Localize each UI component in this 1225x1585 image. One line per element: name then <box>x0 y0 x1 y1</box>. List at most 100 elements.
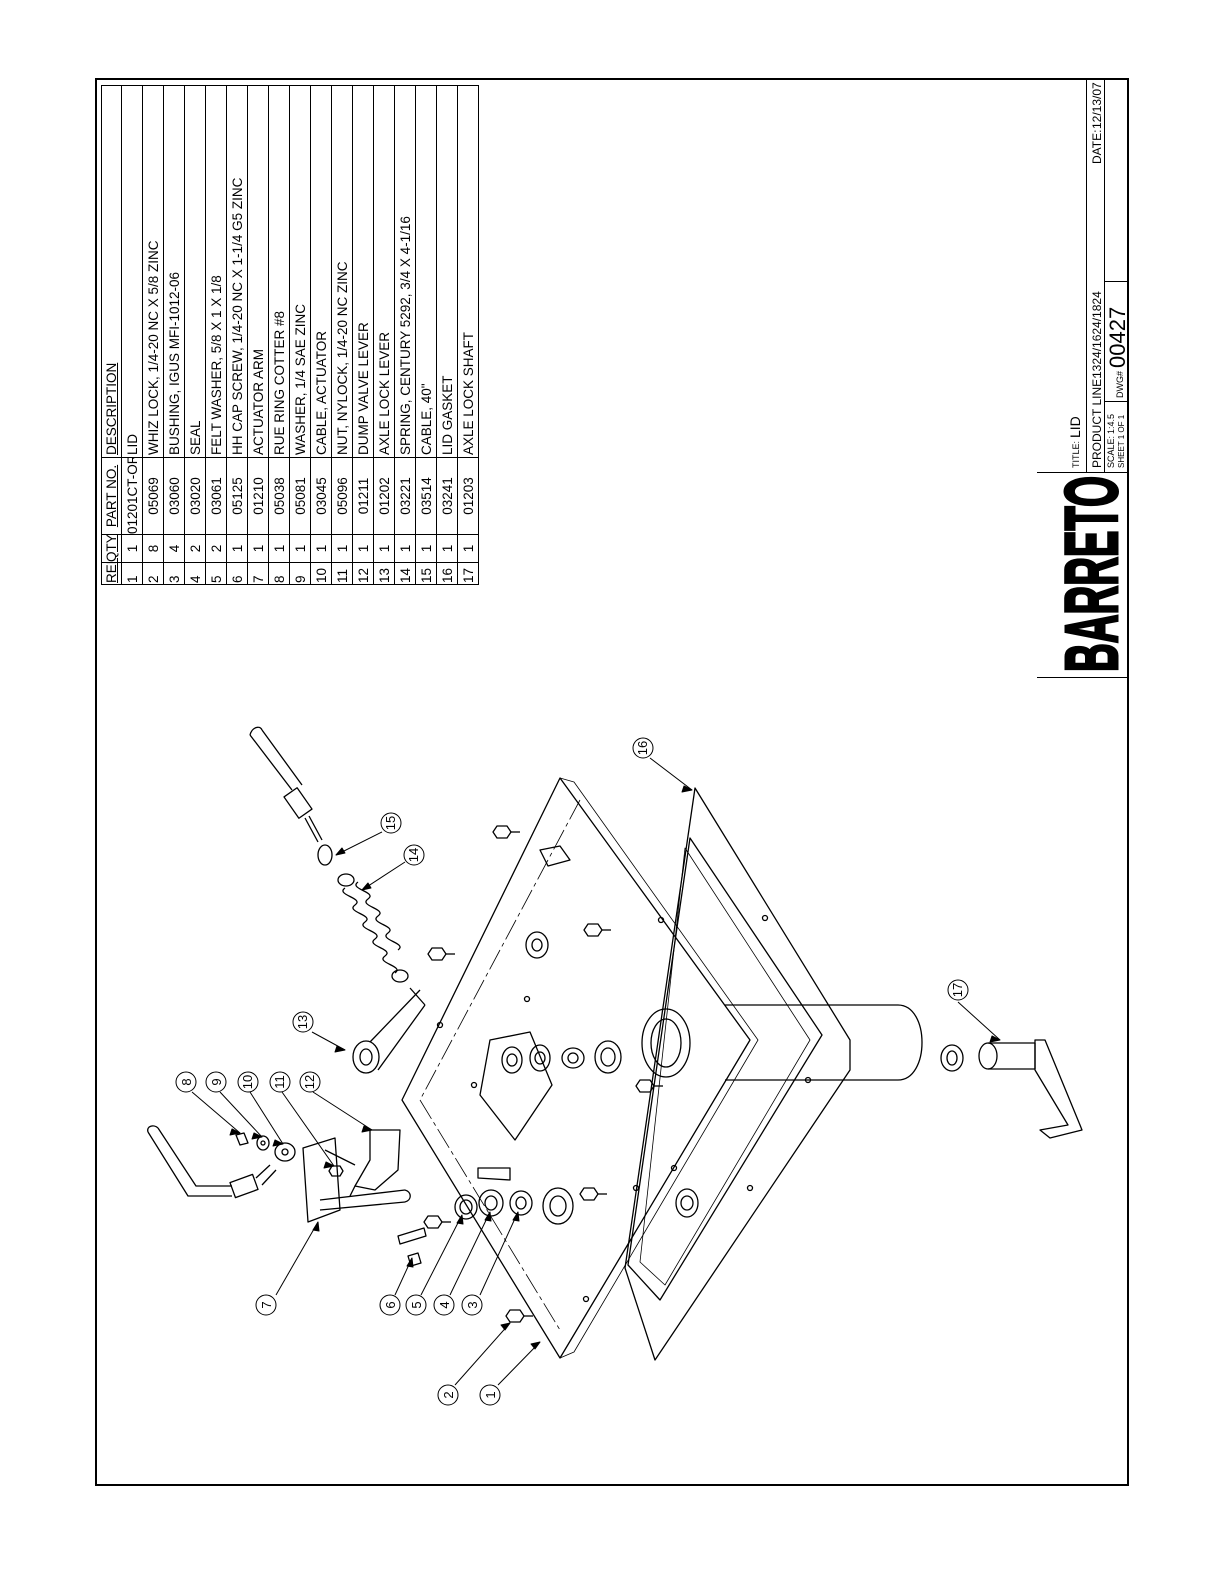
cell-part-no: 03045 <box>311 457 332 534</box>
cell-part-no: 03060 <box>164 457 185 534</box>
cell-part-no: 01211 <box>353 457 374 534</box>
cell-part-no: 05069 <box>143 457 164 534</box>
cell-description: NUT, NYLOCK, 1/4-20 NC ZINC <box>335 261 350 455</box>
cell-qty: 1 <box>269 534 290 562</box>
cell-description: LID GASKET <box>440 375 455 455</box>
cell-ref: 11 <box>332 562 353 585</box>
cell-ref: 16 <box>437 562 458 585</box>
drawing-title: LID <box>1067 416 1083 438</box>
drawing-frame <box>95 78 1129 1486</box>
cell-ref: 17 <box>458 562 479 585</box>
cell-ref: 4 <box>185 562 206 585</box>
cell-part-no: 03514 <box>416 457 437 534</box>
cell-qty: 1 <box>437 534 458 562</box>
header-ref: REF. <box>101 562 122 585</box>
title-block: BARRETO TITLE: LID PRODUCT LINE: 1324/16… <box>1037 78 1135 678</box>
cell-part-no: 01203 <box>458 457 479 534</box>
cell-qty: 1 <box>353 534 374 562</box>
cell-description: BUSHING, IGUS MFI-1012-06 <box>167 271 182 455</box>
cell-qty: 1 <box>122 534 143 562</box>
cell-ref: 13 <box>374 562 395 585</box>
cell-ref: 8 <box>269 562 290 585</box>
cell-ref: 2 <box>143 562 164 585</box>
cell-qty: 1 <box>332 534 353 562</box>
cell-qty: 1 <box>416 534 437 562</box>
cell-description: WHIZ LOCK, 1/4-20 NC X 5/8 ZINC <box>146 240 161 455</box>
cell-qty: 1 <box>248 534 269 562</box>
cell-qty: 8 <box>143 534 164 562</box>
cell-description: WASHER, 1/4 SAE ZINC <box>293 303 308 455</box>
cell-ref: 3 <box>164 562 185 585</box>
cell-part-no: 05038 <box>269 457 290 534</box>
cell-description: HH CAP SCREW, 1/4-20 NC X 1-1/4 G5 ZINC <box>230 177 245 455</box>
product-line: 1324/1624/1824 <box>1090 291 1104 378</box>
title-label: TITLE: <box>1071 440 1081 468</box>
cell-ref: 10 <box>311 562 332 585</box>
product-line-label: PRODUCT LINE: <box>1090 375 1104 468</box>
cell-description: AXLE LOCK LEVER <box>377 331 392 455</box>
date-label: DATE: <box>1090 129 1104 164</box>
drawing-date: 12/13/07 <box>1090 82 1104 129</box>
cell-qty: 1 <box>227 534 248 562</box>
cell-ref: 12 <box>353 562 374 585</box>
cell-part-no: 01202 <box>374 457 395 534</box>
header-part-no: PART NO. <box>101 457 122 534</box>
header-description: DESCRIPTION <box>104 362 119 455</box>
cell-ref: 5 <box>206 562 227 585</box>
cell-part-no: 03241 <box>437 457 458 534</box>
cell-ref: 1 <box>122 562 143 585</box>
dwg-label: DWG# <box>1115 371 1125 398</box>
cell-description: SEAL <box>188 420 203 455</box>
logo-text: BARRETO <box>1050 476 1129 672</box>
cell-qty: 1 <box>311 534 332 562</box>
cell-description: LID <box>125 433 140 455</box>
cell-qty: 1 <box>395 534 416 562</box>
cell-description: AXLE LOCK SHAFT <box>461 331 476 455</box>
cell-description: FELT WASHER, 5/8 X 1 X 1/8 <box>209 275 224 455</box>
cell-ref: 15 <box>416 562 437 585</box>
cell-qty: 1 <box>374 534 395 562</box>
cell-description: RUE RING COTTER #8 <box>272 310 287 455</box>
cell-part-no: 03020 <box>185 457 206 534</box>
cell-part-no: 05096 <box>332 457 353 534</box>
cell-description: CABLE, 40" <box>419 383 434 455</box>
parts-table-header: REF. QTY. PART NO. DESCRIPTION <box>101 85 122 585</box>
cell-part-no: 05125 <box>227 457 248 534</box>
cell-qty: 2 <box>206 534 227 562</box>
cell-description: SPRING, CENTURY 5292, 3/4 X 4-1/16 <box>398 216 413 455</box>
cell-qty: 2 <box>185 534 206 562</box>
cell-part-no: 05081 <box>290 457 311 534</box>
cell-part-no: 01201CT-OR <box>122 457 143 534</box>
cell-qty: 4 <box>164 534 185 562</box>
scale-label: SCALE: <box>1106 435 1116 468</box>
cell-description: CABLE, ACTUATOR <box>314 330 329 455</box>
cell-ref: 7 <box>248 562 269 585</box>
dwg-number: 00427 <box>1105 306 1130 368</box>
cell-description: ACTUATOR ARM <box>251 348 266 455</box>
drawing-scale: 1:4.5 <box>1106 413 1116 434</box>
cell-ref: 6 <box>227 562 248 585</box>
cell-description: DUMP VALVE LEVER <box>356 322 371 455</box>
cell-part-no: 03061 <box>206 457 227 534</box>
cell-qty: 1 <box>458 534 479 562</box>
cell-part-no: 03221 <box>395 457 416 534</box>
barreto-logo: BARRETO <box>1037 472 1135 678</box>
sheet-number: SHEET 1 OF 1 <box>1117 414 1126 468</box>
cell-part-no: 01210 <box>248 457 269 534</box>
